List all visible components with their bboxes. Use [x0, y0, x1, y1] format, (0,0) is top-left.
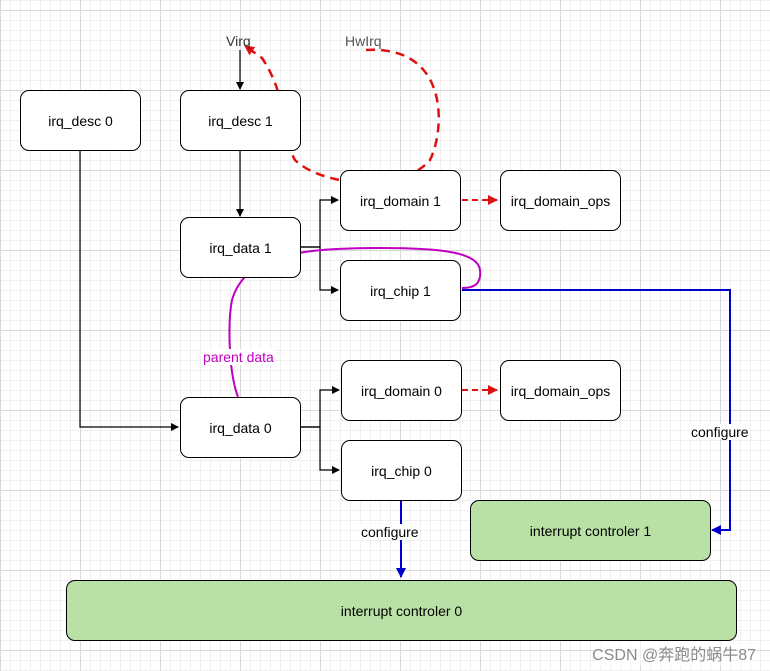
- interrupt-controller-1-node[interactable]: interrupt controler 1: [470, 500, 711, 561]
- irq-domain-1-node[interactable]: irq_domain 1: [340, 170, 461, 231]
- desc0-to-data0-arrow: [79, 150, 179, 431]
- irq-desc-0-node[interactable]: irq_desc 0: [20, 90, 141, 151]
- irq-data-0-node[interactable]: irq_data 0: [180, 397, 301, 458]
- irq-domain-ops-1-node[interactable]: irq_domain_ops: [500, 170, 621, 231]
- irq-data-1-node[interactable]: irq_data 1: [180, 217, 301, 278]
- irq-domain-0-node[interactable]: irq_domain 0: [341, 360, 462, 421]
- irq-desc-1-node[interactable]: irq_desc 1: [180, 90, 301, 151]
- interrupt-controller-0-node[interactable]: interrupt controler 0: [66, 580, 737, 641]
- irq-chip-0-node[interactable]: irq_chip 0: [341, 440, 462, 501]
- configure-label-right: configure: [690, 424, 750, 440]
- data1-to-chip1-arrow: [300, 246, 339, 294]
- data0-to-chip0-arrow: [300, 426, 340, 474]
- watermark: CSDN @奔跑的蜗牛87: [592, 641, 756, 665]
- virq-label: Virq: [226, 33, 251, 49]
- data1-to-domain1-arrow: [300, 196, 339, 248]
- hwirq-label: HwIrq: [345, 33, 382, 49]
- irq-chip-1-node[interactable]: irq_chip 1: [340, 260, 461, 321]
- parent-data-curve: [228, 246, 482, 398]
- irq-domain-ops-0-node[interactable]: irq_domain_ops: [500, 360, 621, 421]
- data0-to-domain0-arrow: [300, 386, 340, 428]
- parent-data-label: parent data: [202, 349, 275, 365]
- configure-label-bottom: configure: [360, 524, 420, 540]
- chip1-configure-arrow: [462, 289, 731, 535]
